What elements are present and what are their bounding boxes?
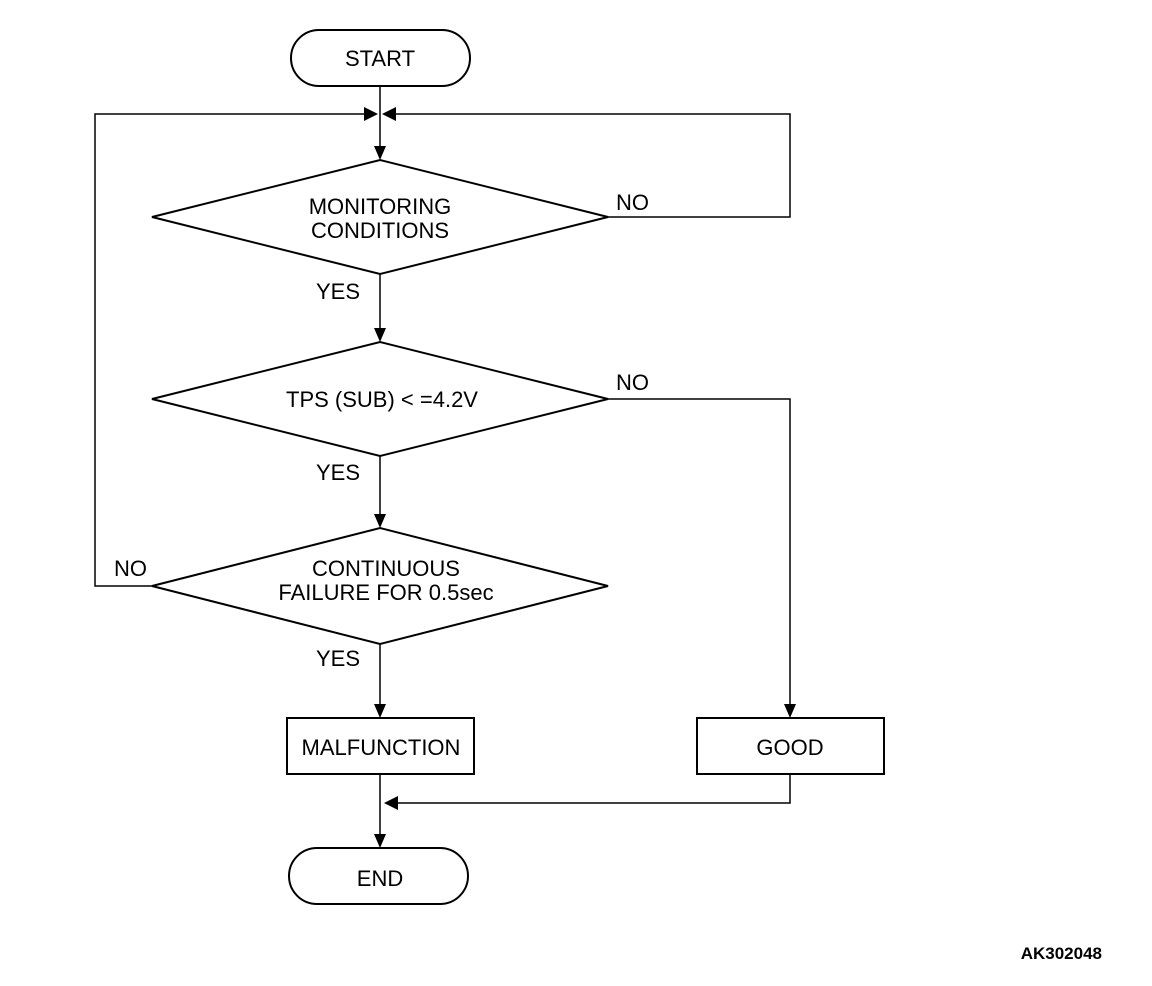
arrowhead-merge	[384, 796, 398, 810]
decision-monitoring-conditions: MONITORING CONDITIONS	[151, 158, 609, 276]
tps-yes-label: YES	[316, 460, 360, 485]
connector-monitoring-no-loop	[394, 113, 791, 218]
end-label: END	[357, 866, 403, 891]
arrowhead-to-continuous	[374, 514, 386, 528]
continuous-no-label: NO	[114, 556, 147, 581]
arrowhead-to-end	[374, 834, 386, 848]
result-good: GOOD	[696, 717, 885, 775]
end-terminal: END	[288, 847, 469, 905]
arrowhead-right-loop	[382, 107, 396, 121]
connector-continuous-no-loop	[94, 113, 366, 587]
monitoring-yes-label: YES	[316, 279, 360, 304]
monitoring-label-line2: CONDITIONS	[311, 218, 449, 243]
continuous-label-line1: CONTINUOUS	[312, 556, 460, 581]
monitoring-no-label: NO	[616, 190, 649, 215]
arrowhead-left-loop	[364, 107, 378, 121]
decision-tps-sub: TPS (SUB) < =4.2V	[151, 340, 609, 458]
tps-no-label: NO	[616, 370, 649, 395]
arrowhead-to-tps	[374, 328, 386, 342]
result-malfunction: MALFUNCTION	[286, 717, 475, 775]
continuous-yes-label: YES	[316, 646, 360, 671]
connector-tps-no-to-good	[608, 398, 791, 706]
start-terminal: START	[290, 29, 471, 87]
arrowhead-to-monitoring	[374, 146, 386, 160]
start-label: START	[345, 46, 415, 71]
continuous-label-line2: FAILURE FOR 0.5sec	[278, 580, 493, 605]
reference-code: AK302048	[1021, 944, 1102, 963]
decision-continuous-failure: CONTINUOUS FAILURE FOR 0.5sec	[151, 526, 609, 646]
malfunction-label: MALFUNCTION	[302, 735, 461, 760]
good-label: GOOD	[756, 735, 823, 760]
arrowhead-to-good	[784, 704, 796, 718]
connector-good-to-end	[396, 774, 791, 804]
arrowhead-to-malfunction	[374, 704, 386, 718]
tps-label: TPS (SUB) < =4.2V	[286, 387, 478, 412]
monitoring-label-line1: MONITORING	[309, 194, 452, 219]
